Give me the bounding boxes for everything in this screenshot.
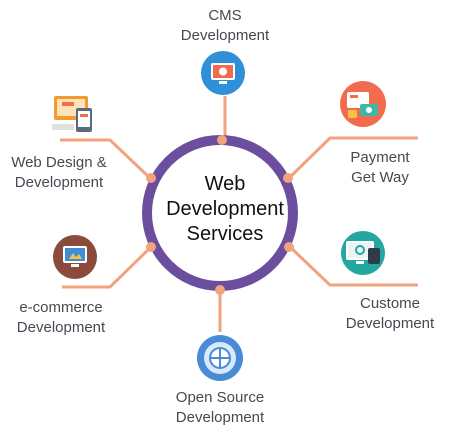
ring-dot-custom <box>284 242 294 252</box>
node-label-cms: CMS Development <box>160 6 290 46</box>
ecommerce-icon <box>53 235 97 279</box>
node-label-open-source-line-1: Open Source <box>175 389 265 406</box>
node-label-ecommerce: e-commerce Development <box>6 298 116 338</box>
cms-screen-icon <box>201 51 245 95</box>
ring-dot-open-source <box>215 285 225 295</box>
devices-icon <box>52 96 92 132</box>
node-label-web-design-line-1: Web Design & <box>11 154 107 171</box>
custom-monitor-icon <box>341 231 385 275</box>
center-title-line-1: Web <box>204 173 246 195</box>
node-label-open-source-line-2: Development <box>175 409 265 426</box>
center-title-line-2: Development <box>166 198 284 220</box>
connector-custom <box>288 245 418 287</box>
node-label-cms-line-2: Development <box>180 27 270 44</box>
node-label-payment: Payment Get Way <box>330 148 430 188</box>
ring-dot-ecommerce <box>146 242 156 252</box>
center-title: Web Development Services <box>150 172 300 247</box>
node-label-web-design: Web Design & Development <box>4 153 114 193</box>
node-label-ecommerce-line-2: Development <box>16 319 106 336</box>
node-label-ecommerce-line-1: e-commerce <box>19 299 103 316</box>
node-label-payment-line-1: Payment <box>350 149 410 166</box>
node-label-open-source: Open Source Development <box>160 388 280 428</box>
connector-ecommerce <box>62 245 153 289</box>
open-source-icon <box>197 335 243 381</box>
payment-icon <box>340 81 386 127</box>
center-title-line-3: Services <box>186 223 264 245</box>
ring-dot-payment <box>283 173 293 183</box>
ring-dot-web-design <box>146 173 156 183</box>
node-label-custom-line-1: Custome <box>359 295 421 312</box>
node-label-custom-line-2: Development <box>345 315 435 332</box>
ring-dot-cms <box>217 135 227 145</box>
node-label-payment-line-2: Get Way <box>351 169 409 186</box>
node-label-cms-line-1: CMS <box>208 7 242 24</box>
node-label-custom: Custome Development <box>330 294 450 334</box>
node-label-web-design-line-2: Development <box>14 174 104 191</box>
connector-web-design <box>60 138 152 180</box>
connector-payment <box>287 136 418 180</box>
